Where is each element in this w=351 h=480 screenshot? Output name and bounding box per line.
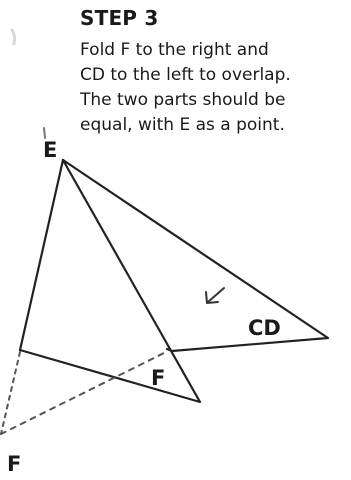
original-f-dashed-line-left (0, 351, 21, 435)
instruction-line-3: The two parts should be (80, 90, 286, 110)
point-label-cd: CD (248, 316, 281, 340)
f-flap-outline (18, 347, 202, 404)
center-fold-line (61, 158, 172, 351)
point-label-f-original: F (7, 452, 22, 476)
cd-flap-outline (61, 158, 330, 353)
pencil-smudge-left (43, 127, 46, 139)
point-label-e: E (43, 138, 58, 162)
left-edge-line (18, 158, 65, 352)
pencil-smudge-top (10, 28, 17, 46)
step-title: STEP 3 (80, 6, 159, 30)
fold-direction-arrow-icon (205, 287, 225, 304)
instruction-line-1: Fold F to the right and (80, 40, 269, 60)
original-f-dashed-line-right (0, 350, 169, 435)
point-label-f-folded: F (151, 366, 166, 390)
step-instruction: Fold F to the right and CD to the left t… (80, 38, 350, 138)
instruction-line-2: CD to the left to overlap. (80, 65, 291, 85)
instruction-line-4: equal, with E as a point. (80, 115, 285, 135)
